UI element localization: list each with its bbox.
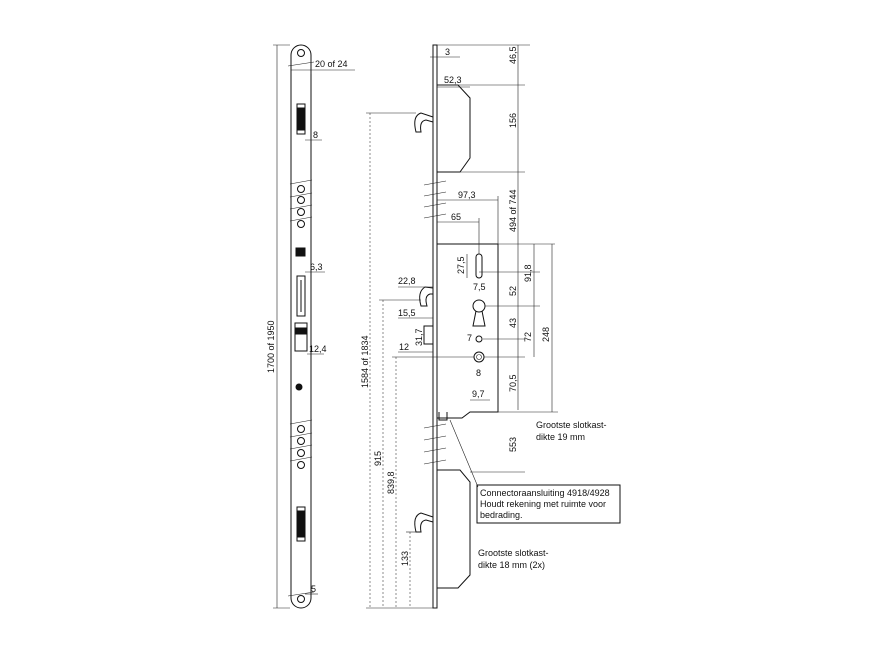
dim-7-5: 7,5 bbox=[473, 282, 486, 292]
hook-slot-upper bbox=[296, 103, 306, 135]
dim-12: 12 bbox=[399, 342, 409, 352]
dim-494-of-744: 494 of 744 bbox=[508, 189, 518, 232]
dim-3: 3 bbox=[445, 47, 450, 57]
dim-156: 156 bbox=[508, 113, 518, 128]
note-19-line2: dikte 19 mm bbox=[536, 432, 585, 442]
lock-side-view: 3 46,5 52,3 156 97,3 65 494 of 744 27,5 … bbox=[360, 44, 558, 609]
callout-leader bbox=[449, 419, 479, 488]
dim-97-3: 97,3 bbox=[458, 190, 476, 200]
dim-52-3: 52,3 bbox=[444, 75, 462, 85]
dim-46-5: 46,5 bbox=[508, 46, 518, 64]
faceplate-hatch bbox=[287, 591, 315, 597]
connector-line1: Connectoraansluiting 4918/4928 bbox=[480, 488, 610, 498]
dim-8: 8 bbox=[313, 130, 318, 140]
dim-15-5: 15,5 bbox=[398, 308, 416, 318]
dim-72: 72 bbox=[523, 332, 533, 342]
roller-group-lower bbox=[289, 419, 313, 469]
connector-callout: Connectoraansluiting 4918/4928 Houdt rek… bbox=[449, 419, 621, 524]
hook-slot-lower-fill bbox=[297, 510, 305, 538]
upper-roller-pins bbox=[423, 180, 447, 219]
dim-43: 43 bbox=[508, 318, 518, 328]
dim-70-5: 70,5 bbox=[508, 374, 518, 392]
dim-133: 133 bbox=[400, 551, 410, 566]
screw-hole-bottom bbox=[297, 595, 305, 603]
faceplate-edge bbox=[432, 44, 438, 609]
lower-roller-pins bbox=[423, 423, 447, 465]
dim-27-5: 27,5 bbox=[456, 256, 466, 274]
note-18-line2: dikte 18 mm (2x) bbox=[478, 560, 545, 570]
bolt-slot bbox=[294, 322, 308, 352]
note-18-line1: Grootste slotkast- bbox=[478, 548, 549, 558]
dim-553: 553 bbox=[508, 437, 518, 452]
lower-hook-housing bbox=[436, 469, 471, 589]
faceplate-front-view: 1700 of 1950 20 of 24 8 6,3 12,4 5 bbox=[266, 44, 355, 609]
upper-hook-housing bbox=[436, 84, 471, 173]
dim-31-7: 31,7 bbox=[414, 328, 424, 346]
dim-52: 52 bbox=[508, 286, 518, 296]
dim-8-spindle: 8 bbox=[476, 368, 481, 378]
connector-line3: bedrading. bbox=[480, 510, 523, 520]
follower-marker bbox=[295, 247, 306, 257]
lower-hook bbox=[414, 512, 434, 533]
sensor-dot bbox=[295, 383, 303, 391]
dim-915: 915 bbox=[373, 451, 383, 466]
hook-slot-lower bbox=[296, 506, 306, 542]
connector-line2: Houdt rekening met ruimte voor bbox=[480, 499, 606, 509]
dim-91-8: 91,8 bbox=[523, 264, 533, 282]
screw-hole bbox=[475, 335, 483, 343]
deadbolt bbox=[423, 325, 434, 345]
dim-faceplate-length: 1700 of 1950 bbox=[266, 320, 276, 373]
dim-65: 65 bbox=[451, 212, 461, 222]
dim-7: 7 bbox=[467, 333, 472, 343]
dim-9-7: 9,7 bbox=[472, 389, 485, 399]
screw-hole-top bbox=[297, 49, 305, 57]
bolt-slot-fill bbox=[295, 327, 307, 335]
dim-12-4: 12,4 bbox=[309, 344, 327, 354]
dim-839-8: 839,8 bbox=[386, 471, 396, 494]
upper-hook bbox=[414, 112, 434, 133]
dim-1584-of-1834: 1584 of 1834 bbox=[360, 335, 370, 388]
main-lock-case bbox=[436, 243, 499, 419]
latch-slot bbox=[296, 275, 306, 317]
note-slotkast-19: Grootste slotkast- dikte 19 mm bbox=[536, 420, 607, 442]
note-19-line1: Grootste slotkast- bbox=[536, 420, 607, 430]
dim-6-3: 6,3 bbox=[310, 262, 323, 272]
dim-22-8: 22,8 bbox=[398, 276, 416, 286]
dim-248: 248 bbox=[541, 327, 551, 342]
faceplate-outline bbox=[290, 44, 312, 609]
dim-faceplate-width: 20 of 24 bbox=[315, 59, 348, 69]
hook-slot-upper-fill bbox=[297, 107, 305, 131]
case-tab bbox=[438, 412, 448, 421]
dim-5: 5 bbox=[311, 584, 316, 594]
note-slotkast-18: Grootste slotkast- dikte 18 mm (2x) bbox=[478, 548, 549, 570]
callout-box bbox=[476, 484, 621, 524]
roller-group-upper bbox=[289, 179, 313, 228]
cylinder-profile bbox=[472, 310, 486, 327]
latch bbox=[419, 286, 434, 307]
faceplate-hatch bbox=[287, 61, 315, 67]
